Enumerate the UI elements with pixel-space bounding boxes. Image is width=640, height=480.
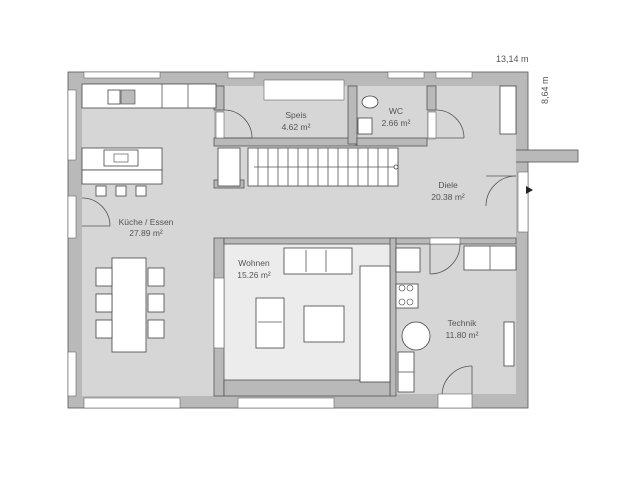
entrance-arrow-icon (526, 186, 533, 194)
wardrobe (499, 85, 517, 135)
sofa (283, 247, 353, 275)
room-name-technik: Technik (448, 318, 478, 328)
room-name-wohnen: Wohnen (238, 258, 270, 268)
sideboard (359, 265, 391, 383)
windows (67, 71, 529, 409)
living-furniture (255, 247, 391, 383)
armchair (255, 297, 285, 349)
dining-set (95, 257, 165, 353)
room-area-wohnen: 15.26 m² (237, 270, 271, 280)
coffee-table (303, 305, 345, 343)
room-labels: Küche / Essen 27.89 m² Speis 4.62 m² WC … (119, 106, 479, 340)
kitchen (81, 83, 217, 197)
room-area-kueche: 27.89 m² (129, 228, 163, 238)
washbasin-icon (357, 117, 373, 135)
dimension-width: 13,14 m (496, 54, 529, 64)
toilet-icon (361, 95, 379, 109)
room-area-technik: 11.80 m² (446, 330, 479, 340)
sink-icon (107, 89, 121, 105)
room-area-diele: 20.38 m² (431, 192, 465, 202)
doors (81, 109, 533, 395)
sanitary (357, 85, 517, 135)
room-name-diele: Diele (438, 180, 458, 190)
room-name-wc: WC (389, 106, 403, 116)
dimension-depth: 8,64 m (540, 76, 550, 104)
staircase (217, 147, 399, 187)
kitchen-counter (81, 83, 217, 109)
tank-icon (401, 321, 431, 351)
room-area-speis: 4.62 m² (282, 122, 311, 132)
dining-table (111, 257, 147, 353)
room-area-wc: 2.66 m² (382, 118, 411, 128)
technik-equipment (395, 245, 517, 393)
room-name-kueche: Küche / Essen (119, 217, 174, 227)
room-name-speis: Speis (285, 110, 306, 120)
